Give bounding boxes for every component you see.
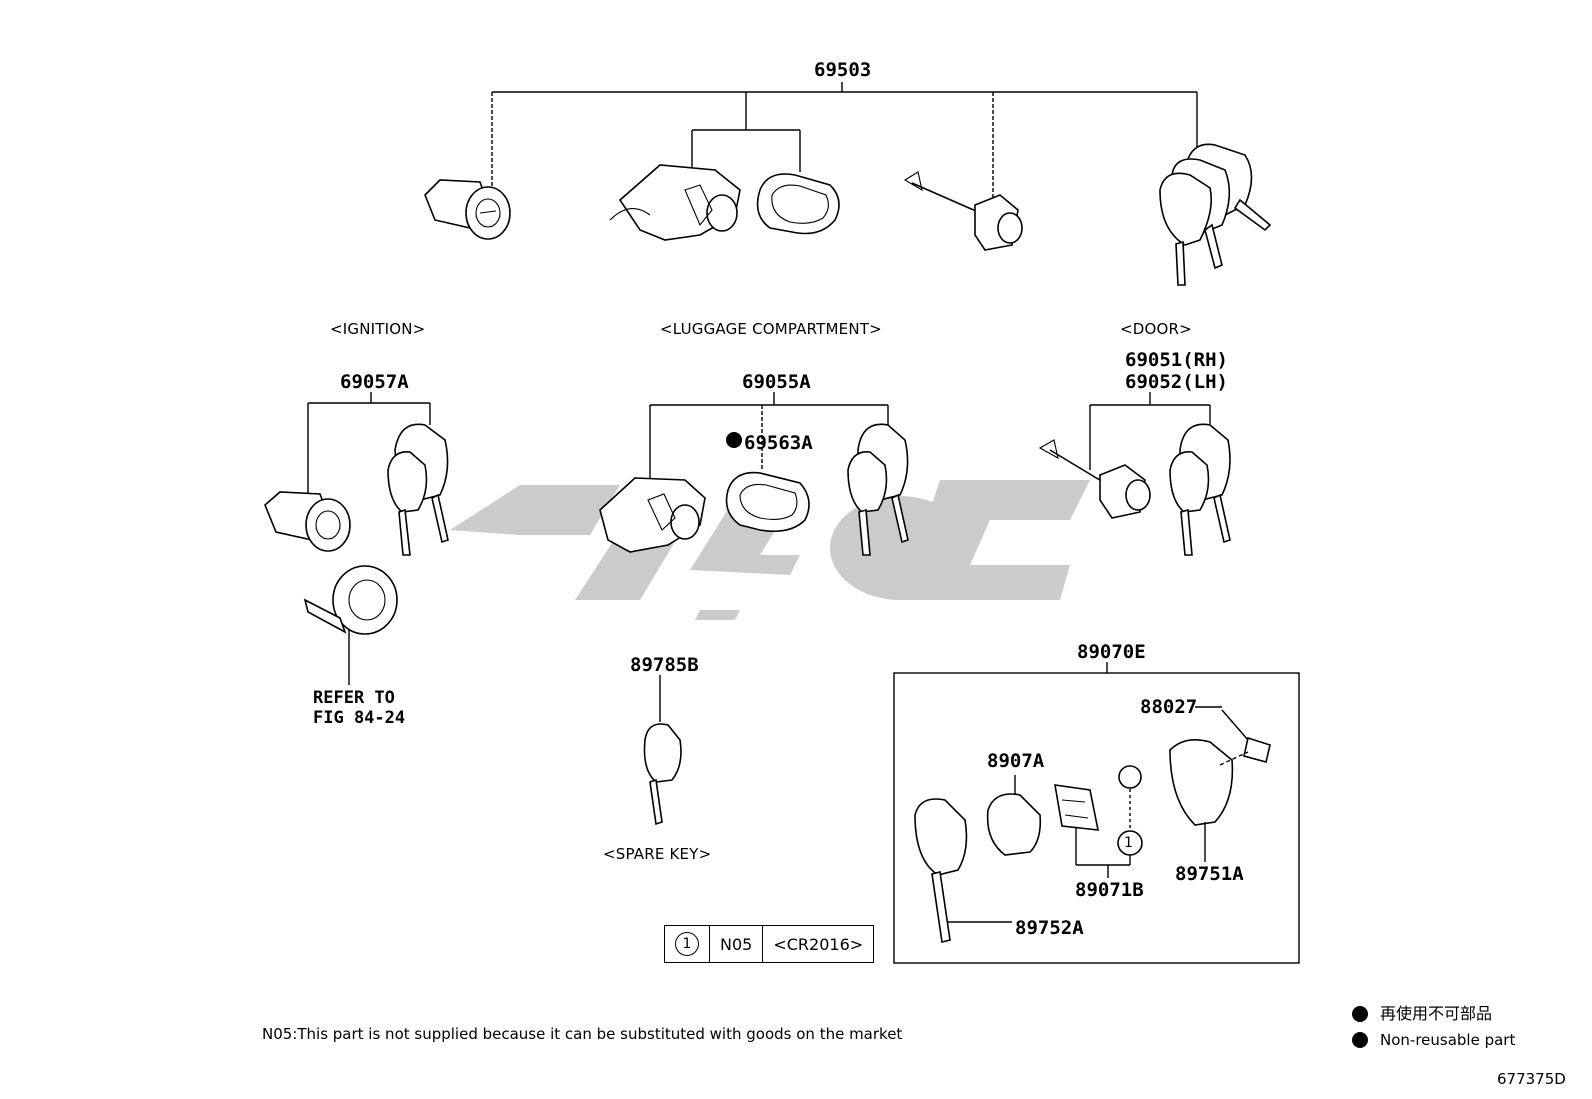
section-door: <DOOR>	[1120, 320, 1192, 338]
label-69055A: 69055A	[742, 371, 811, 393]
section-luggage: <LUGGAGE COMPARTMENT>	[660, 320, 882, 338]
legend-dot-en	[1352, 1032, 1368, 1048]
label-89070E: 89070E	[1077, 641, 1146, 663]
section-spare-key: <SPARE KEY>	[603, 845, 712, 863]
spare-key-drawing	[643, 675, 682, 826]
top-door-cylinder-drawing	[903, 171, 1023, 251]
label-69051-rh: 69051(RH)	[1125, 349, 1228, 371]
ignition-group-bracket	[307, 392, 431, 685]
label-89785B: 89785B	[630, 654, 699, 676]
door-group-bracket	[1089, 392, 1211, 470]
footnote: N05:This part is not supplied because it…	[262, 1025, 903, 1043]
non-reusable-dot	[726, 432, 742, 448]
top-bracket	[491, 82, 1198, 200]
watermark-logo	[450, 480, 1090, 620]
legend-en: Non-reusable part	[1380, 1031, 1516, 1049]
label-89752A: 89752A	[1015, 917, 1084, 939]
luggage-group-bracket	[649, 392, 889, 488]
label-8907A: 8907A	[987, 750, 1045, 772]
label-69503: 69503	[814, 59, 872, 81]
transmitter-box	[893, 662, 1300, 964]
board-circle-ref: 1	[1124, 835, 1133, 851]
label-88027: 88027	[1140, 696, 1198, 718]
ignition-cylinder-drawing	[264, 423, 449, 635]
label-89071B: 89071B	[1075, 879, 1144, 901]
label-89751A: 89751A	[1175, 863, 1244, 885]
code-table-battery-cell: <CR2016>	[762, 925, 875, 963]
door-cylinder-drawing	[1038, 423, 1231, 556]
code-table-circle-cell: 1	[664, 925, 710, 963]
code-table: 1 N05 <CR2016>	[664, 925, 875, 963]
label-69563A: 69563A	[744, 432, 813, 454]
code-table-code-cell: N05	[708, 925, 764, 963]
refer-to-line2: FIG 84-24	[313, 708, 406, 728]
legend-jp: 再使用不可部品	[1380, 1004, 1493, 1023]
luggage-cylinder-drawing	[599, 423, 909, 556]
circle-ref: 1	[675, 932, 699, 956]
top-ignition-cylinder-drawing	[424, 179, 511, 240]
figure-id: 677375D	[1497, 1070, 1566, 1088]
refer-to-line1: REFER TO	[313, 688, 395, 708]
section-ignition: <IGNITION>	[330, 320, 426, 338]
top-luggage-cylinder-drawing	[609, 164, 840, 241]
legend-dot-jp	[1352, 1006, 1368, 1022]
label-69057A: 69057A	[340, 371, 409, 393]
label-69052-lh: 69052(LH)	[1125, 371, 1228, 393]
top-keys-drawing	[1159, 143, 1272, 286]
